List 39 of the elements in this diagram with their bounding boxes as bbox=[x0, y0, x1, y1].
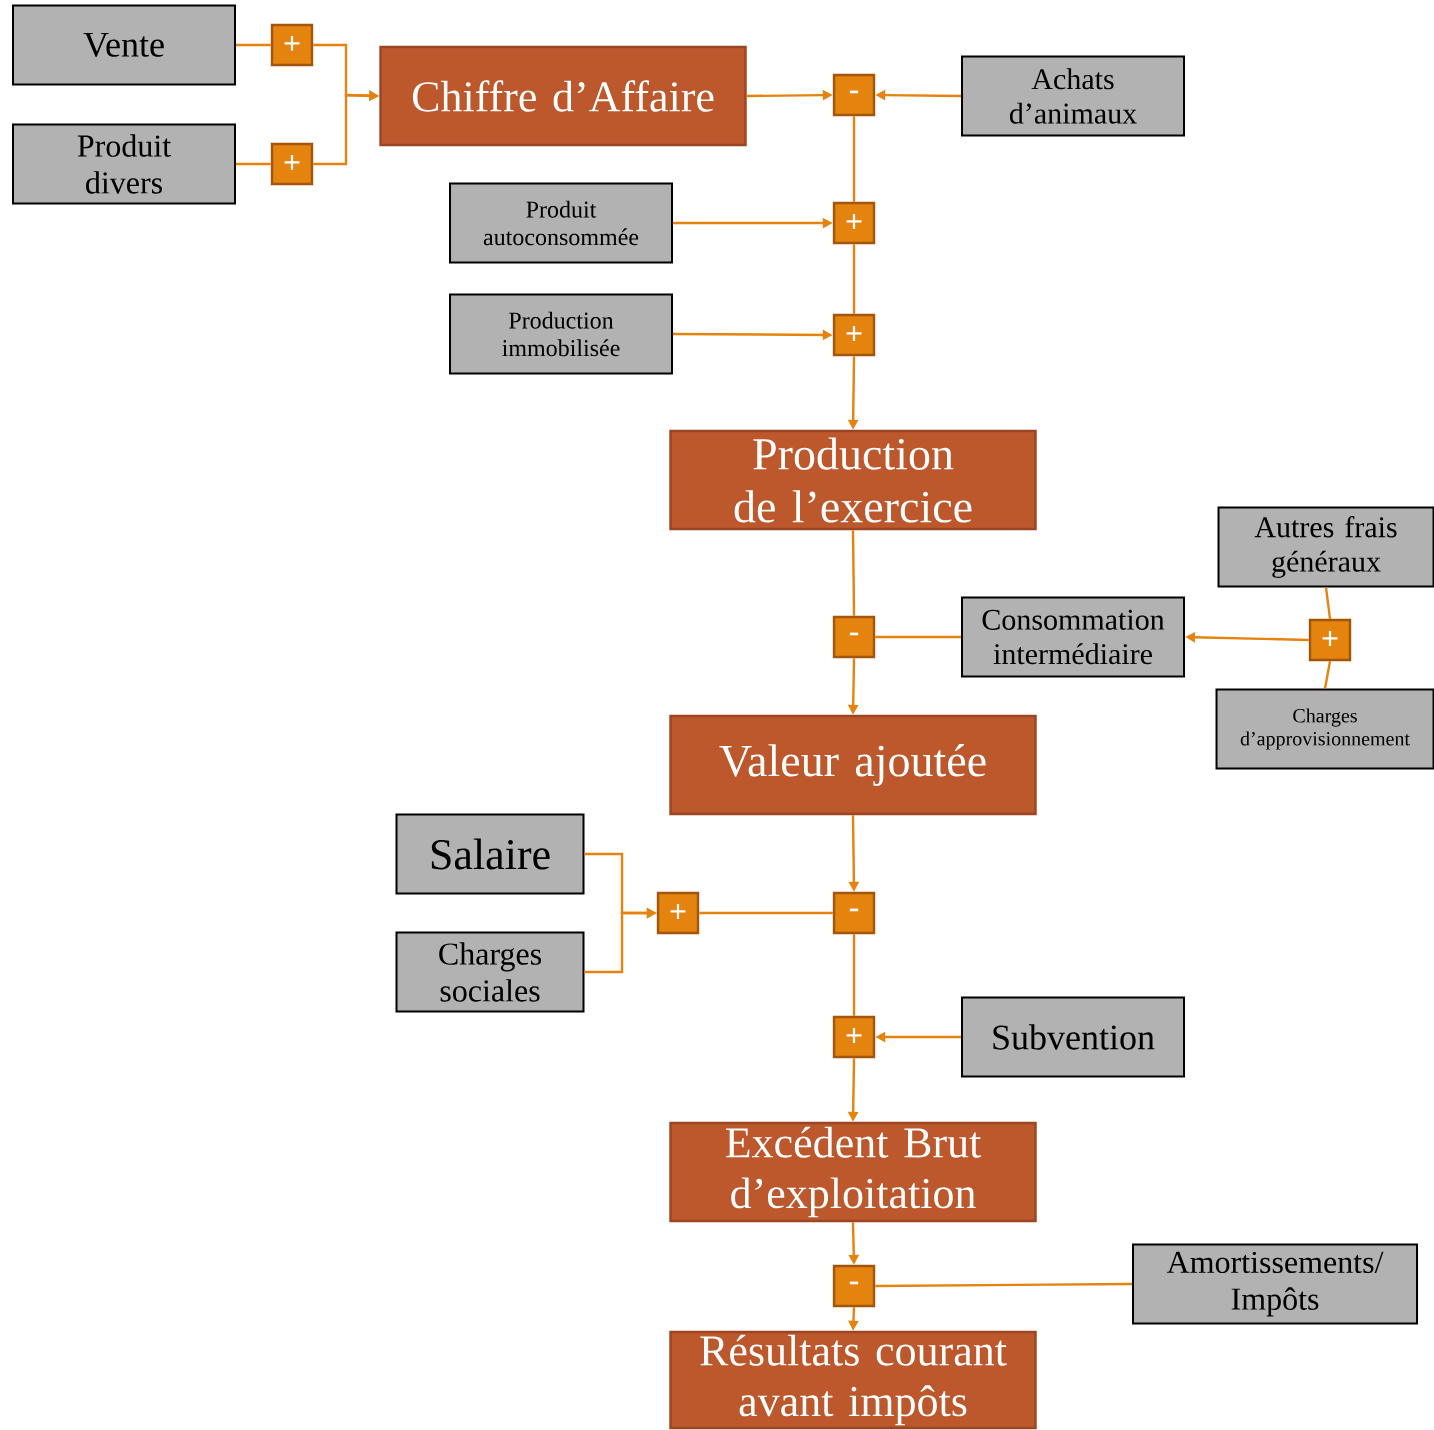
result-box: Valeur ajoutée bbox=[669, 714, 1037, 816]
account-box: Achats d’animaux bbox=[961, 55, 1185, 137]
operator-box: - bbox=[832, 891, 876, 935]
operator-box: + bbox=[270, 142, 314, 186]
operator-box: + bbox=[656, 891, 700, 935]
account-box: Autres frais généraux bbox=[1217, 506, 1434, 588]
operator-box: + bbox=[832, 313, 876, 357]
connector-line bbox=[1324, 587, 1332, 619]
operator-box: + bbox=[832, 201, 876, 245]
account-box: Subvention bbox=[961, 996, 1185, 1078]
account-box: Produit divers bbox=[12, 123, 236, 205]
operator-box: + bbox=[270, 23, 314, 67]
connector-line bbox=[699, 911, 833, 915]
operator-box: - bbox=[832, 73, 876, 117]
account-box: Consommation intermédiaire bbox=[961, 596, 1185, 678]
result-box: Chiffre d’Affaire bbox=[379, 45, 747, 147]
operator-box: + bbox=[1308, 618, 1352, 662]
connector-line bbox=[236, 43, 271, 47]
account-box: Charges d’approvisionnement bbox=[1215, 688, 1434, 770]
account-box: Vente bbox=[12, 4, 236, 86]
result-box: Excédent Brut d’exploitation bbox=[669, 1121, 1037, 1223]
result-box: Production de l’exercice bbox=[669, 429, 1037, 531]
account-box: Production immobilisée bbox=[449, 293, 673, 375]
result-box: Résultats courant avant impôts bbox=[669, 1330, 1037, 1430]
connector-line bbox=[851, 530, 856, 616]
operator-box: - bbox=[832, 1264, 876, 1308]
connector-line bbox=[852, 244, 856, 314]
connector-line bbox=[875, 1282, 1133, 1288]
connector-line bbox=[852, 934, 856, 1016]
account-box: Produit autoconsommée bbox=[449, 182, 673, 264]
operator-box: - bbox=[832, 615, 876, 659]
account-box: Amortissements/ Impôts bbox=[1132, 1243, 1418, 1325]
account-box: Charges sociales bbox=[395, 931, 585, 1013]
connector-line bbox=[852, 116, 856, 202]
connector-line bbox=[1323, 661, 1332, 689]
operator-box: + bbox=[832, 1015, 876, 1059]
account-box: Salaire bbox=[395, 813, 585, 895]
connector-line bbox=[236, 162, 271, 166]
connector-line bbox=[875, 635, 961, 639]
